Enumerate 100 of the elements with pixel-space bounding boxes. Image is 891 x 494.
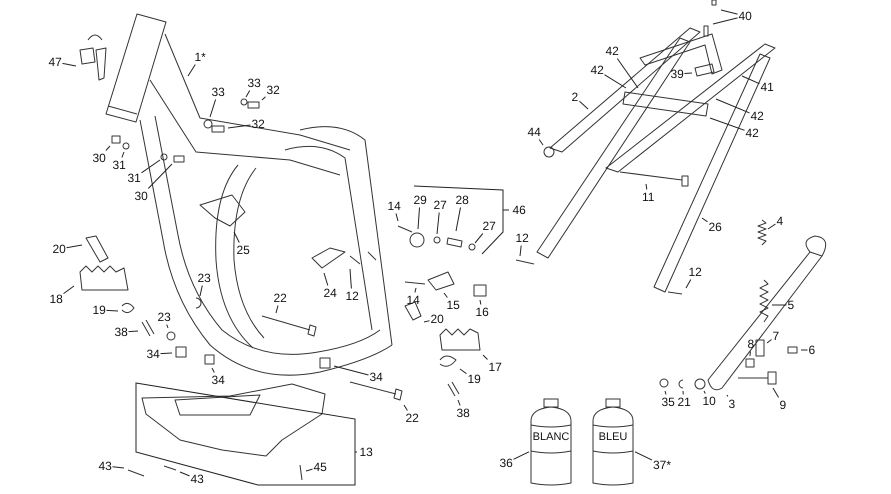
callout-number: 31: [128, 172, 141, 184]
callout-number: 2: [572, 90, 578, 104]
leader-line: [720, 10, 738, 15]
leader-line: [414, 288, 416, 293]
leader-line: [436, 212, 440, 234]
leader-line: [766, 339, 772, 344]
leader-line: [772, 388, 780, 398]
callout-number: 33: [212, 86, 225, 98]
callout-number: 45: [314, 460, 327, 474]
leader-line: [772, 304, 787, 306]
callout-number: 11: [642, 190, 654, 204]
callout-number: 42: [746, 126, 759, 140]
leader-line: [456, 207, 461, 232]
leader-line: [210, 99, 216, 118]
callout-number: 19: [92, 304, 106, 316]
leader-line: [396, 213, 398, 222]
leader-line: [66, 244, 82, 248]
callout-number: 12: [346, 290, 359, 302]
callout-number: 14: [406, 294, 420, 306]
callout-number: 20: [430, 312, 444, 326]
callout-number: 34: [212, 374, 225, 386]
leader-line: [148, 164, 172, 189]
callout-number: 21: [678, 396, 691, 408]
leader-line: [212, 368, 215, 373]
leader-line: [180, 472, 190, 476]
leader-line: [324, 272, 328, 286]
callout-number: 31: [112, 158, 126, 172]
leader-line: [418, 207, 420, 230]
leader-line: [704, 390, 706, 394]
leader-line: [634, 451, 652, 461]
leader-line: [350, 268, 352, 289]
leader-line: [105, 146, 110, 151]
callout-number: 37*: [653, 458, 672, 472]
leader-line: [200, 285, 203, 296]
callout-number: 7: [772, 330, 780, 342]
callout-number: 13: [360, 446, 373, 458]
leader-line: [579, 100, 588, 110]
callout-number: 20: [52, 242, 66, 256]
leader-line: [474, 233, 484, 244]
leader-line: [306, 468, 313, 472]
leader-line: [458, 400, 461, 406]
callout-number: 30: [92, 152, 106, 164]
callout-number: 14: [388, 200, 401, 212]
leader-line: [702, 218, 708, 222]
callout-number: 12: [516, 232, 529, 244]
leader-line: [334, 366, 369, 376]
callout-number: 33: [248, 76, 261, 90]
leader-line: [404, 404, 408, 411]
callout-number: 1*: [194, 50, 206, 64]
leader-line: [480, 300, 482, 305]
callout-number: 43: [190, 472, 204, 486]
callout-number: 26: [708, 220, 722, 234]
callout-number: 24: [324, 286, 337, 300]
callout-number: 9: [780, 398, 786, 412]
callout-number: 12: [688, 266, 702, 278]
leader-line: [726, 394, 728, 397]
leader-line: [246, 90, 250, 98]
callout-number: 22: [274, 292, 287, 304]
leader-line: [141, 160, 160, 174]
leader-line: [276, 305, 278, 314]
callout-number: 17: [488, 360, 502, 374]
callout-number: 43: [98, 460, 112, 472]
leader-line: [646, 184, 648, 190]
leader-line: [768, 224, 776, 230]
callout-number: 10: [702, 394, 716, 408]
leader-line: [513, 451, 530, 460]
leader-line: [106, 310, 118, 312]
leader-line: [63, 286, 74, 294]
callout-number: 46: [512, 204, 526, 216]
leader-line: [538, 139, 544, 146]
callout-number: 27: [482, 220, 496, 232]
leader-line: [121, 152, 124, 158]
callout-number: 42: [606, 44, 619, 58]
leader-line: [444, 292, 448, 298]
callout-number: 18: [50, 292, 63, 306]
callout-number: 40: [738, 10, 752, 22]
leader-line: [710, 118, 745, 131]
callout-number: 4: [776, 214, 784, 228]
leader-line: [112, 466, 124, 468]
leader-line: [188, 64, 196, 76]
leader-line: [166, 324, 168, 328]
callout-number: 23: [198, 272, 211, 284]
leader-line: [460, 368, 467, 374]
callout-number: 30: [134, 190, 148, 202]
callout-number: 39: [670, 68, 684, 80]
callout-number: 28: [456, 194, 469, 206]
callout-number: 42: [590, 64, 604, 76]
leader-line: [604, 74, 626, 88]
callout-number: 23: [158, 310, 171, 324]
callout-number: 25: [236, 244, 250, 256]
callout-number: 15: [446, 298, 460, 312]
callout-number: 41: [760, 80, 774, 94]
leader-line: [62, 62, 76, 66]
callout-number: 44: [528, 126, 541, 138]
callout-number: 32: [266, 84, 280, 96]
callout-number: 34: [370, 370, 383, 384]
leader-line: [712, 17, 738, 24]
leader-line: [664, 390, 666, 395]
leader-line: [616, 58, 638, 88]
leader-line: [160, 352, 172, 354]
